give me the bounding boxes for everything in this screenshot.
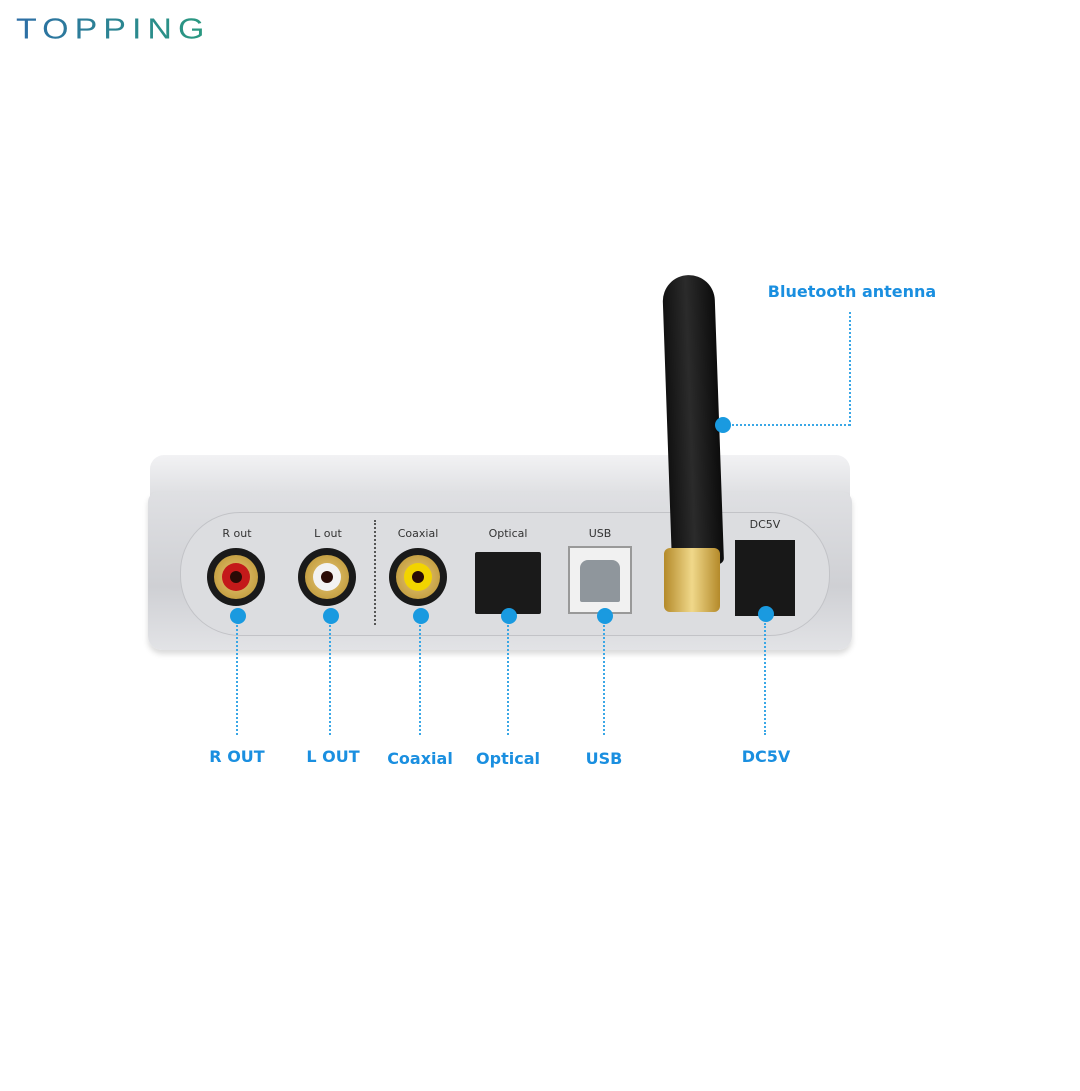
callout-dot-coaxial xyxy=(413,608,429,624)
panel-label-dc5v: DC5V xyxy=(749,518,781,531)
optical-port xyxy=(475,552,541,614)
usb-port xyxy=(568,546,632,614)
r-out-rca-jack xyxy=(207,548,265,606)
antenna-connector xyxy=(664,548,720,612)
callout-bluetooth-antenna: Bluetooth antenna xyxy=(767,282,937,301)
callout-line-antenna-h xyxy=(732,424,850,426)
callout-dot-r-out xyxy=(230,608,246,624)
bluetooth-antenna xyxy=(661,274,725,566)
panel-label-l-out: L out xyxy=(314,527,342,540)
callout-line-coaxial xyxy=(419,625,421,735)
panel-label-usb: USB xyxy=(588,527,612,540)
callout-line-antenna-v xyxy=(849,312,851,426)
callout-l-out: L OUT xyxy=(306,747,360,766)
callout-line-dc5v xyxy=(764,623,766,735)
callout-optical: Optical xyxy=(476,749,540,768)
callout-line-optical xyxy=(507,625,509,735)
callout-dot-dc5v xyxy=(758,606,774,622)
dc-power-jack xyxy=(735,540,795,616)
panel-label-coaxial: Coaxial xyxy=(397,527,439,540)
callout-line-l-out xyxy=(329,625,331,735)
callout-r-out: R OUT xyxy=(209,747,265,766)
callout-usb: USB xyxy=(585,749,623,768)
panel-label-optical: Optical xyxy=(488,527,528,540)
callout-dot-l-out xyxy=(323,608,339,624)
callout-dot-usb xyxy=(597,608,613,624)
callout-coaxial: Coaxial xyxy=(387,749,453,768)
callout-dc5v: DC5V xyxy=(741,747,791,766)
coaxial-rca-jack xyxy=(389,548,447,606)
topping-logo: TOPPING xyxy=(16,12,211,46)
panel-label-r-out: R out xyxy=(222,527,252,540)
callout-dot-optical xyxy=(501,608,517,624)
callout-line-usb xyxy=(603,625,605,735)
callout-dot-antenna xyxy=(715,417,731,433)
panel-divider xyxy=(374,520,376,625)
l-out-rca-jack xyxy=(298,548,356,606)
callout-line-r-out xyxy=(236,625,238,735)
